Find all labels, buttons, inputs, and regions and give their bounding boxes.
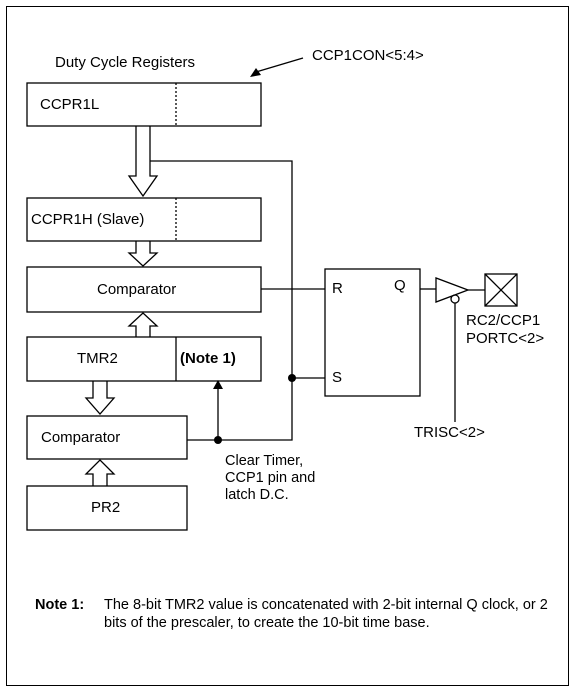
ccp1con-label: CCP1CON<5:4>	[312, 47, 424, 64]
note1-tag-label: (Note 1)	[180, 350, 236, 367]
bus-arrow-tmr2-up	[127, 312, 159, 337]
pr2-label: PR2	[91, 499, 121, 516]
ccpr1h-label: CCPR1H (Slave)	[31, 211, 145, 228]
ccpr1h-box	[26, 197, 262, 242]
duty-cycle-registers-label: Duty Cycle Registers	[55, 54, 196, 71]
tristate-buffer	[435, 277, 470, 303]
footnote-head: Note 1:	[35, 597, 85, 613]
wire-comparator-bottom-out	[187, 378, 293, 441]
latch-s-label: S	[332, 369, 343, 386]
tmr2-box	[26, 336, 262, 382]
rs-latch-box	[324, 268, 421, 397]
tmr2-label: TMR2	[77, 350, 118, 367]
clear-timer-line1: Clear Timer,	[225, 453, 304, 469]
junction-clear	[214, 436, 222, 444]
latch-q-label: Q	[394, 277, 406, 294]
clear-timer-line3: latch D.C.	[225, 487, 289, 503]
trisc-label: TRISC<2>	[414, 424, 485, 441]
comparator-top-label: Comparator	[97, 281, 177, 298]
comparator-bottom-label: Comparator	[41, 429, 121, 446]
clear-timer-line2: CCP1 pin and	[225, 470, 316, 486]
ccpr1l-box	[26, 82, 262, 127]
latch-r-label: R	[332, 280, 343, 297]
junction-s	[288, 374, 296, 382]
portc-label: PORTC<2>	[466, 330, 545, 347]
bus-arrow-ccpr1h-comparator	[127, 241, 159, 267]
ccpr1l-label: CCPR1L	[40, 96, 100, 113]
ccp1con-arrowhead	[250, 68, 261, 77]
enable-bubble	[450, 294, 460, 304]
pin-box	[484, 273, 518, 307]
tmr2-arrowhead	[213, 380, 223, 389]
wire-bus-to-s	[150, 160, 325, 379]
bus-arrow-pr2-up	[84, 459, 116, 486]
bus-arrow-ccpr1l-ccpr1h	[127, 126, 159, 198]
comparator-bottom-box	[26, 415, 188, 460]
ccp1con-leader	[255, 57, 304, 73]
footnote-body: The 8-bit TMR2 value is concatenated wit…	[104, 597, 548, 631]
bus-arrow-tmr2-down	[84, 381, 116, 415]
rc2-ccp1-label: RC2/CCP1	[466, 312, 541, 329]
